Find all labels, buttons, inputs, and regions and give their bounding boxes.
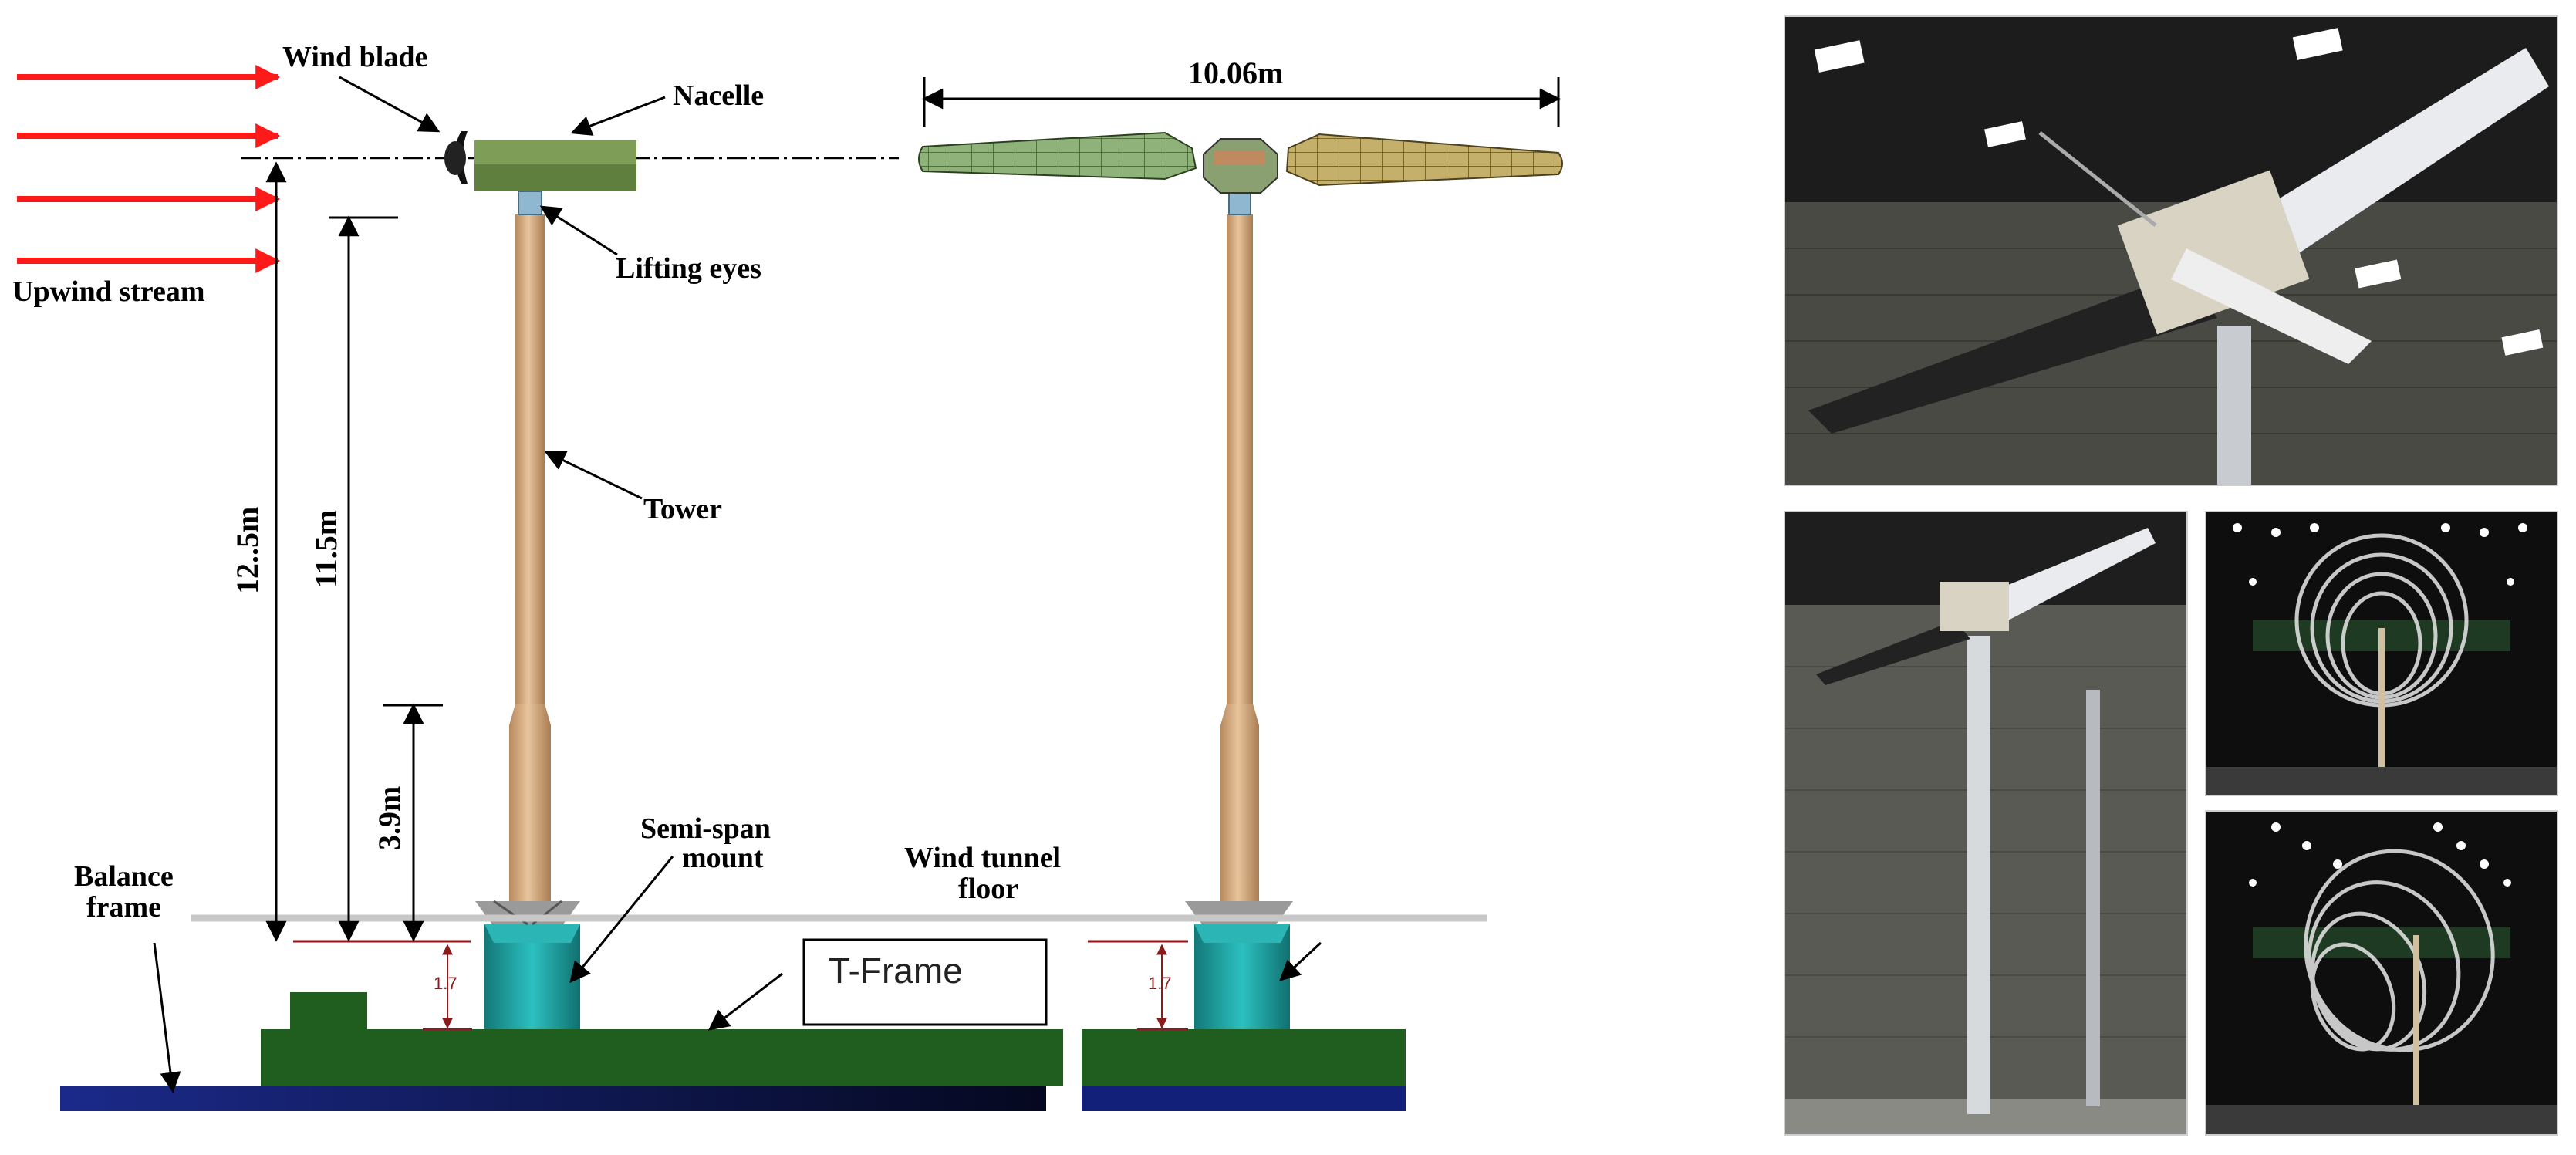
photo-vortex-front <box>2205 511 2558 796</box>
wind-turbine-schematic: T-Frame 1.7 1.7 12..5m 11.5m 3.9m 10.06m <box>12 41 1563 1111</box>
tower <box>515 214 545 708</box>
t-frame-structure <box>60 992 1406 1111</box>
dimension-11-5: 11.5m <box>309 510 343 588</box>
gap-dimension-left <box>293 940 472 1030</box>
blade-right <box>1285 133 1563 187</box>
lifting-eyes <box>518 191 542 215</box>
balance-frame-label-1: Balance <box>74 860 174 893</box>
gap-left-label: 1.7 <box>434 974 457 993</box>
gap-dimension-right <box>1088 940 1188 1030</box>
photo-vortex-angled <box>2205 810 2558 1136</box>
gap-right-label: 1.7 <box>1148 974 1172 993</box>
semi-span-label-2: mount <box>682 842 764 874</box>
upwind-arrows <box>17 65 281 273</box>
front-view-turbine <box>918 131 1563 1031</box>
blade-left <box>918 131 1197 181</box>
t-frame-label: T-Frame <box>829 951 963 991</box>
nacelle-label: Nacelle <box>673 79 764 112</box>
side-view-turbine <box>444 131 636 1031</box>
dimension-12-5: 12..5m <box>230 507 265 594</box>
photo-turbine-full <box>1784 511 2188 1136</box>
balance-frame <box>60 1086 1046 1111</box>
dimension-3-9: 3.9m <box>372 786 407 850</box>
upwind-stream-label: Upwind stream <box>12 275 205 308</box>
balance-frame-label-2: frame <box>86 891 161 924</box>
dimension-lines <box>265 77 1561 942</box>
span-dimension: 10.06m <box>1188 56 1283 90</box>
wind-tunnel-label-1: Wind tunnel <box>904 842 1061 874</box>
lifting-eyes-label: Lifting eyes <box>616 252 761 285</box>
wind-blade-label: Wind blade <box>282 41 427 73</box>
wind-tunnel-label-2: floor <box>958 873 1018 905</box>
hub <box>1203 138 1278 194</box>
t-frame-box <box>802 938 1048 1026</box>
semi-span-label-1: Semi-span <box>640 812 771 845</box>
leader-arrows <box>153 76 1322 1093</box>
tower-label: Tower <box>643 493 722 525</box>
photo-turbine-closeup <box>1784 15 2558 486</box>
